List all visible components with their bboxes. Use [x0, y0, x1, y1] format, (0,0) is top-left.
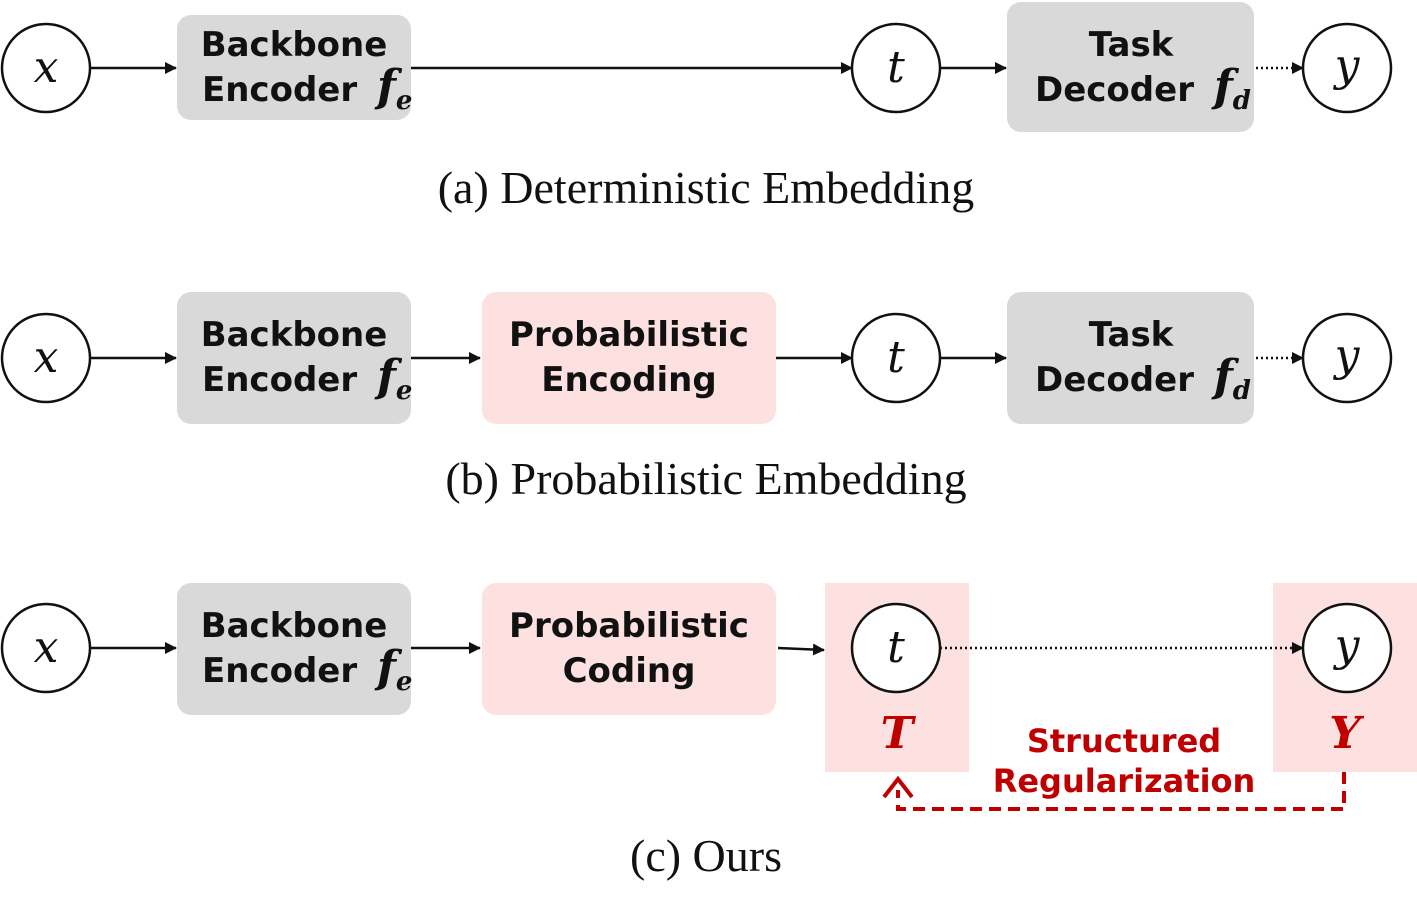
task-decoder-block — [1007, 292, 1254, 424]
backbone-encoder-line2: Encoder fe — [202, 61, 412, 116]
probabilistic-coding-line2: Coding — [563, 651, 696, 691]
random-variable-Y: Y — [1329, 708, 1364, 759]
node-t-label: t — [887, 42, 905, 93]
task-decoder-line2: Decoder fd — [1035, 351, 1251, 406]
backbone-encoder-line2: Encoder fe — [202, 351, 412, 406]
task-decoder-line2: Decoder fd — [1035, 61, 1251, 116]
node-y-label: y — [1333, 330, 1361, 381]
node-y-label: y — [1333, 620, 1361, 671]
caption-a: (a) Deterministic Embedding — [438, 162, 975, 213]
structured-regularization-line2: Regularization — [993, 762, 1256, 800]
backbone-encoder-block — [177, 15, 411, 120]
backbone-encoder-block — [177, 292, 411, 424]
backbone-encoder-block — [177, 583, 411, 715]
node-t-label: t — [887, 622, 905, 673]
task-decoder-line1: Task — [1089, 315, 1175, 355]
probabilistic-encoding-line1: Probabilistic — [509, 315, 749, 355]
random-variable-T: T — [881, 708, 917, 759]
probabilistic-encoding-line2: Encoding — [541, 360, 716, 400]
row-a: x Backbone Encoder fe t Task Decoder fd … — [0, 2, 1393, 213]
node-x-label: x — [34, 622, 59, 673]
node-x-label: x — [34, 42, 59, 93]
backbone-encoder-line2: Encoder fe — [202, 642, 412, 697]
regularization-arrowhead — [882, 775, 914, 799]
row-c: x Backbone Encoder fe Probabilistic Codi… — [0, 583, 1417, 881]
task-decoder-line1: Task — [1089, 25, 1175, 65]
probabilistic-coding-block — [482, 583, 776, 715]
row-b: x Backbone Encoder fe Probabilistic Enco… — [0, 292, 1393, 504]
node-y — [1301, 22, 1393, 114]
node-y-label: y — [1333, 40, 1361, 91]
node-y — [1301, 312, 1393, 404]
backbone-encoder-line1: Backbone — [201, 606, 388, 646]
structured-regularization-line1: Structured — [1027, 722, 1221, 760]
arrow-prob-to-t — [777, 643, 825, 656]
probabilistic-coding-line1: Probabilistic — [509, 606, 749, 646]
node-y — [1301, 602, 1393, 694]
node-t-label: t — [887, 332, 905, 383]
node-x-label: x — [34, 332, 59, 383]
caption-c: (c) Ours — [630, 830, 782, 881]
task-decoder-block — [1007, 2, 1254, 132]
backbone-encoder-line1: Backbone — [201, 25, 388, 65]
backbone-encoder-line1: Backbone — [201, 315, 388, 355]
caption-b: (b) Probabilistic Embedding — [445, 453, 966, 504]
probabilistic-encoding-block — [482, 292, 776, 424]
